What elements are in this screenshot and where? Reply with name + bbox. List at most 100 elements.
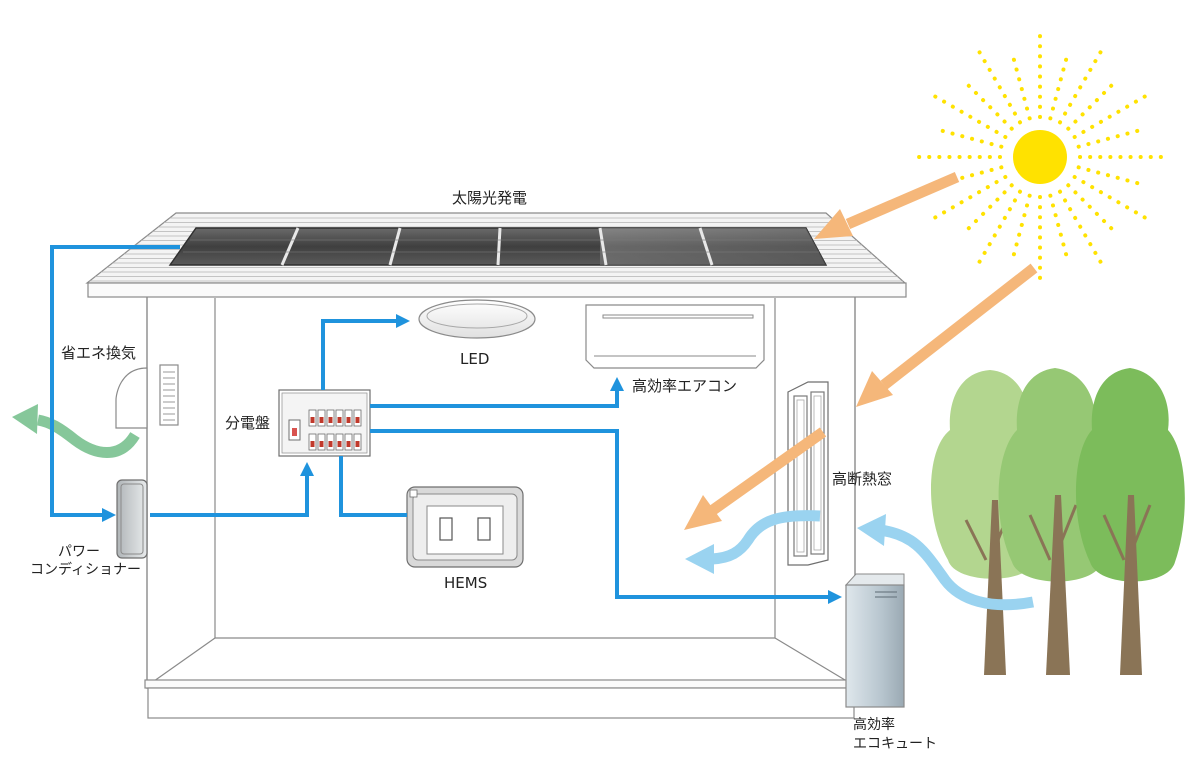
breaker-switch [346,417,351,423]
insulated-window [787,381,829,566]
sun-ray [1048,193,1070,261]
sun-ray [1010,193,1032,261]
window-label: 高断熱窓 [832,470,893,488]
solar-panels [168,227,828,266]
sun-ray [1058,42,1107,125]
power-conditioner-body [116,479,148,559]
power-conditioner-label-1: パワー [58,544,100,560]
ecocute-label-1: 高効率 [853,717,895,733]
ventilation-grille [159,364,179,426]
sun [908,25,1172,289]
ecocute-top [844,573,905,586]
breaker-switch [319,441,324,447]
sun-ray [925,90,1008,139]
roof-eave [87,282,907,298]
wiring-arrowheads [102,314,842,604]
solar-power-label: 太陽光発電 [452,189,528,207]
aircon-label: 高効率エアコン [632,377,738,395]
air-conditioner [585,304,765,369]
arrowhead-power-conditioner [102,508,116,522]
tree-front [1075,368,1185,675]
airflow-arrows [12,404,1035,611]
sun-ray [1072,90,1155,139]
foundation [147,687,855,719]
breaker-switch [346,441,351,447]
hems-button-left [439,517,453,541]
arrowhead-led [396,314,410,328]
panel-divider [280,227,300,266]
panel-divider [698,227,714,266]
sun-ray [963,183,1014,234]
breaker-switch [319,417,324,423]
led-fixture [418,299,536,339]
arrowhead-board [300,462,314,476]
breaker-switch [355,417,360,423]
hems-button-right [477,517,491,541]
sunlight-arrow-to-panels [814,171,960,239]
ecocute-label-2: エコキュート [853,736,937,752]
wire-board-to-ecocute [370,429,828,599]
ecocute-body [845,584,905,708]
wire-panels-to-power-conditioner [50,245,180,517]
room-floor-right [774,637,856,687]
power-conditioner [116,479,148,559]
arrowhead-aircon [610,377,624,391]
foundation-top [144,679,858,689]
sun-ray [1058,189,1107,272]
wire-power-conditioner-to-board [150,474,309,517]
hems-screen [426,505,504,555]
exhaust-air-arrow [12,404,140,458]
breaker-switch [337,441,342,447]
sunlight-arrows [684,171,1038,530]
panel-divider [496,227,502,266]
panel-divider [388,227,402,266]
sun-ray [1072,175,1155,224]
sun-ray [1076,127,1144,149]
sun-ray [1066,183,1117,234]
sunlight-arrow-to-window [856,263,1038,407]
room-floor-left [146,637,216,687]
panel-divider [598,227,608,266]
ventilation-unit [115,364,179,429]
power-conditioner-label-2: コンディショナー [30,562,142,578]
breaker-switch [328,417,333,423]
sun-ray [973,42,1022,125]
fresh-air-inflow-arrow [857,514,1035,611]
distribution-board [278,389,371,457]
trees [930,368,1185,675]
sun-ray [1048,53,1070,121]
wiring [50,245,828,599]
sunlight-arrow-through-window [684,427,827,530]
breaker-switch [310,417,315,423]
air-conditioner-body [585,304,765,369]
sun-ray [1076,165,1144,187]
wire-board-to-aircon [370,389,619,408]
sun-ray [936,127,1004,149]
ventilation-label: 省エネ換気 [61,344,137,362]
arrowhead-ecocute [828,590,842,604]
ecocute-unit [844,573,905,708]
solar-panel-highlight [600,228,826,265]
sun-disc [1013,130,1067,184]
led-label: LED [460,350,490,368]
sun-ray [1010,53,1032,121]
hems-panel [406,486,524,568]
wire-board-to-hems [339,456,407,517]
ventilation-hood [115,367,148,429]
fresh-air-indoor-arrow [685,510,821,574]
distribution-board-label: 分電盤 [225,414,271,432]
breaker-switch [310,441,315,447]
breaker-switch [355,441,360,447]
sun-rays [908,25,1172,289]
sun-ray [973,189,1022,272]
sun-ray [1066,80,1117,131]
breaker-switch [337,417,342,423]
roof [85,212,907,298]
sun-ray [936,165,1004,187]
led-light [418,299,536,339]
wire-board-to-led [321,319,398,390]
breaker-switch [328,441,333,447]
sun-ray [963,80,1014,131]
hems-label: HEMS [444,574,488,592]
